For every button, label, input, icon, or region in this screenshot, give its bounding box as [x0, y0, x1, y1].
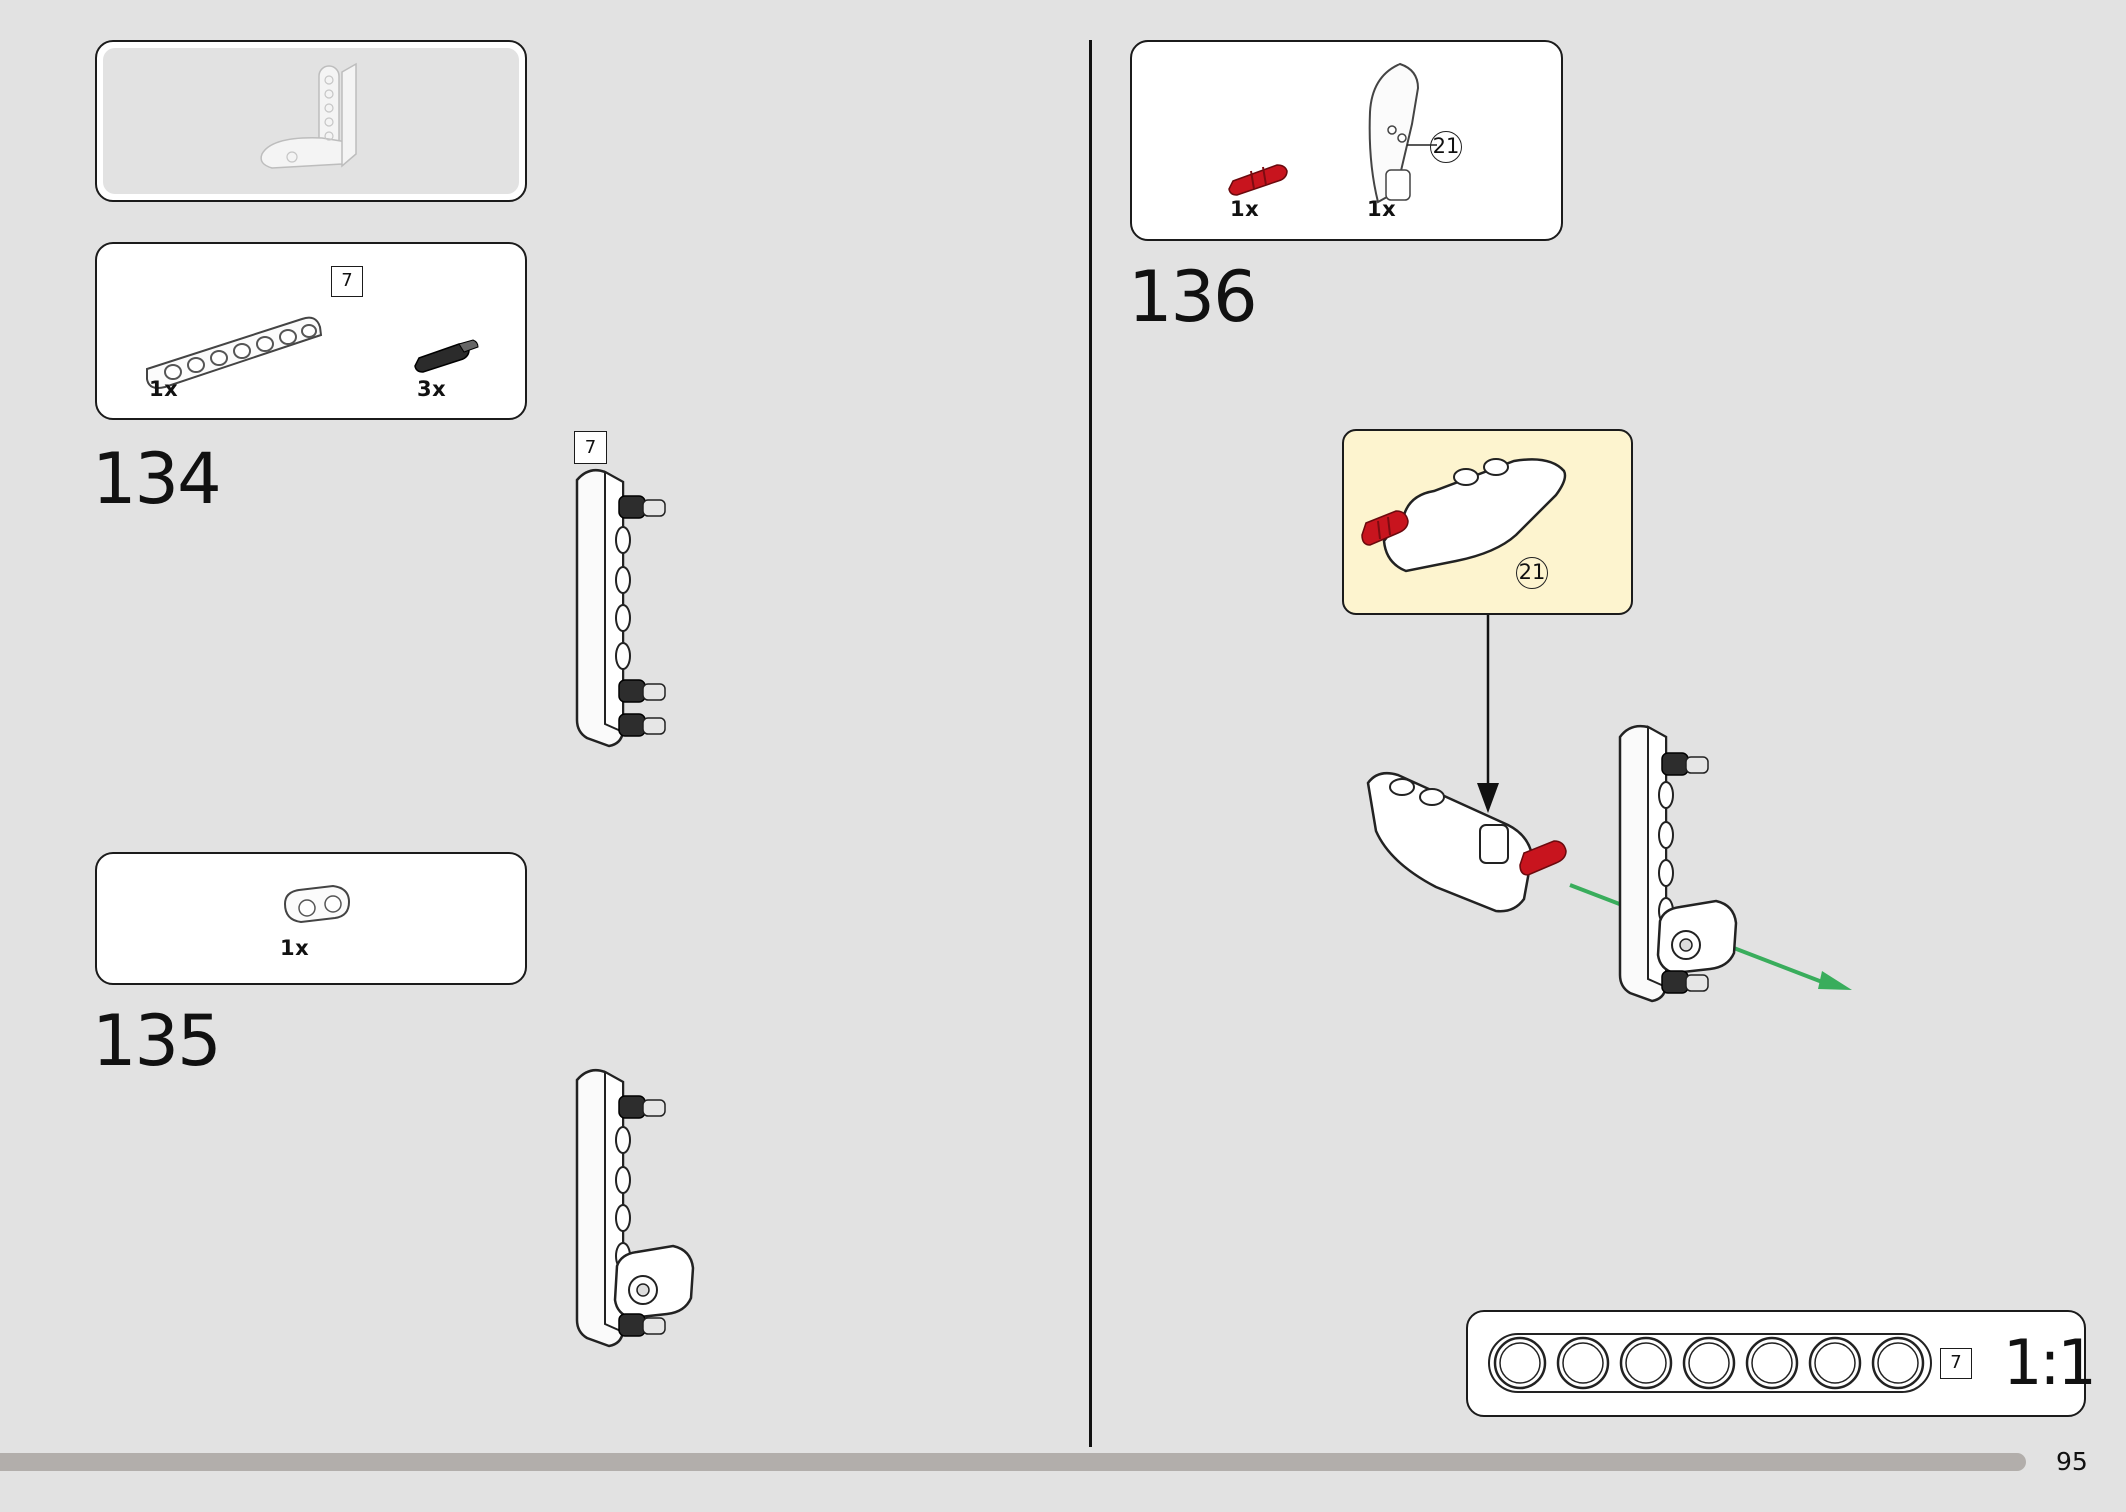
step-135-parts-list: 1x — [95, 852, 527, 985]
part-callout-21: 21 — [1430, 131, 1462, 163]
step-number-135: 135 — [92, 1000, 222, 1082]
subassembly-image — [1361, 458, 1567, 573]
progress-bar — [0, 1453, 2026, 1471]
submodel-overview-inner — [103, 48, 519, 194]
page-divider — [1089, 40, 1092, 1447]
white-panel-image — [1368, 62, 1420, 204]
part-qty-panel: 1x — [1367, 197, 1397, 221]
subassembly-callout: 21 — [1342, 429, 1633, 615]
scale-reference-box: 7 1:1 — [1466, 1310, 2097, 1417]
subassembly-callout-badge: 21 — [1516, 557, 1548, 589]
beam-length-label: 7 — [331, 266, 363, 297]
scale-beam-holes — [1493, 1336, 1925, 1390]
submodel-overview-frame — [95, 40, 527, 202]
step-134-model-image — [575, 469, 666, 748]
cross-connector-image — [283, 884, 351, 924]
step-number-136: 136 — [1128, 256, 1258, 338]
page-number: 95 — [2056, 1447, 2088, 1476]
friction-pin-black-image — [414, 339, 479, 373]
part-qty-red-pin: 1x — [1230, 197, 1260, 221]
technic-beam-7-image — [146, 316, 323, 389]
submodel-thumbnail-image — [260, 62, 357, 169]
part-callout-number: 21 — [1432, 134, 1460, 158]
scale-length-label: 7 — [1940, 1348, 1972, 1379]
part-qty-pin: 3x — [417, 377, 447, 401]
part-qty-connector: 1x — [280, 936, 310, 960]
part-qty-beam: 1x — [149, 377, 179, 401]
model-beam-length-label: 7 — [574, 431, 607, 464]
step-136-model-image — [1366, 615, 1852, 1003]
step-136-parts-list: 21 1x 1x — [1130, 40, 1563, 241]
scale-ratio: 1:1 — [2003, 1326, 2097, 1399]
step-number-134: 134 — [92, 438, 222, 520]
pin-top — [618, 495, 646, 519]
red-axle-pin-image — [1228, 164, 1288, 196]
step-134-parts-list: 7 1x 3x — [95, 242, 527, 420]
subassembly-callout-number: 21 — [1518, 560, 1546, 584]
step-135-model-image — [575, 1069, 695, 1348]
